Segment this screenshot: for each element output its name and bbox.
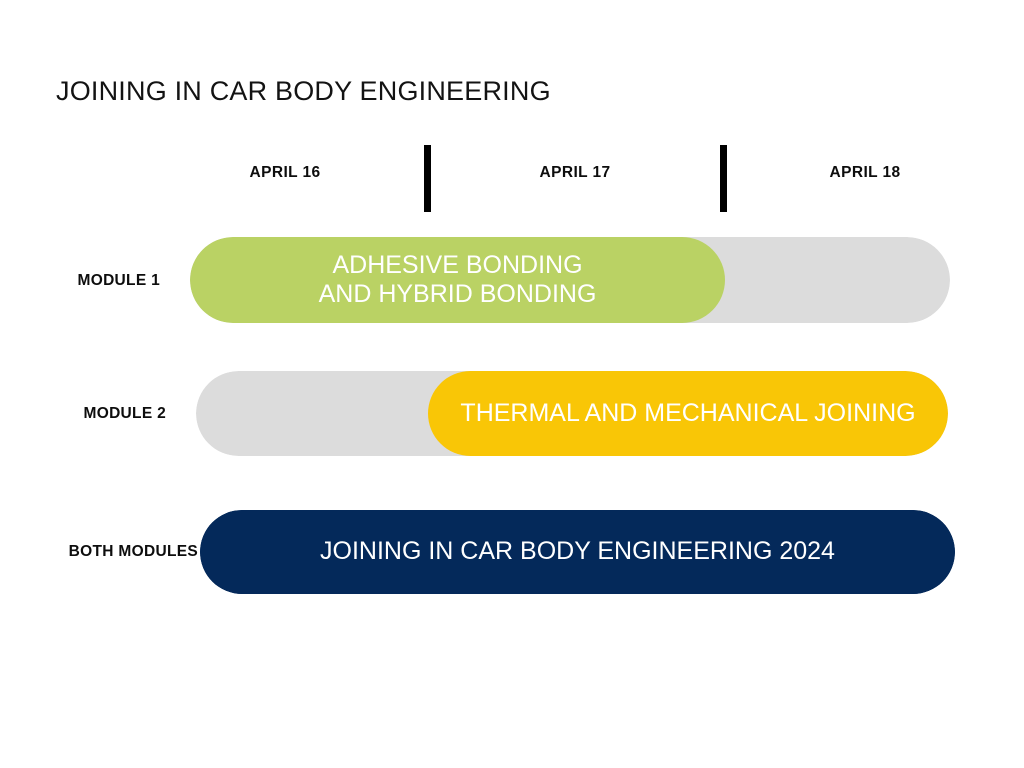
timeline-track-module-1[interactable]: [190, 237, 950, 323]
row-label-both-modules: BOTH MODULES: [68, 543, 198, 560]
page-title: JOINING IN CAR BODY ENGINEERING: [56, 76, 551, 106]
date-label-april-17: APRIL 17: [539, 164, 611, 181]
timeline-track-both-modules[interactable]: [200, 510, 955, 594]
date-divider-1: [424, 145, 431, 212]
row-label-module-2: MODULE 2: [83, 405, 166, 422]
timeline-row-both-modules: BOTH MODULES JOINING IN CAR BODY ENGINEE…: [0, 510, 1024, 594]
timeline-fill-module-1: [190, 237, 726, 323]
date-label-april-16: APRIL 16: [249, 164, 321, 181]
date-label-april-18: APRIL 18: [829, 164, 901, 181]
date-axis: APRIL 16 APRIL 17 APRIL 18: [0, 140, 1024, 216]
timeline-row-module-1: MODULE 1 ADHESIVE BONDING AND HYBRID BON…: [0, 237, 1024, 323]
timeline-row-module-2: MODULE 2 THERMAL AND MECHANICAL JOINING: [0, 371, 1024, 456]
timeline-track-module-2[interactable]: [196, 371, 948, 456]
row-label-module-1: MODULE 1: [77, 272, 160, 289]
date-divider-2: [720, 145, 727, 212]
timeline-fill-both-modules: [200, 510, 955, 594]
timeline-fill-module-2: [428, 371, 948, 456]
